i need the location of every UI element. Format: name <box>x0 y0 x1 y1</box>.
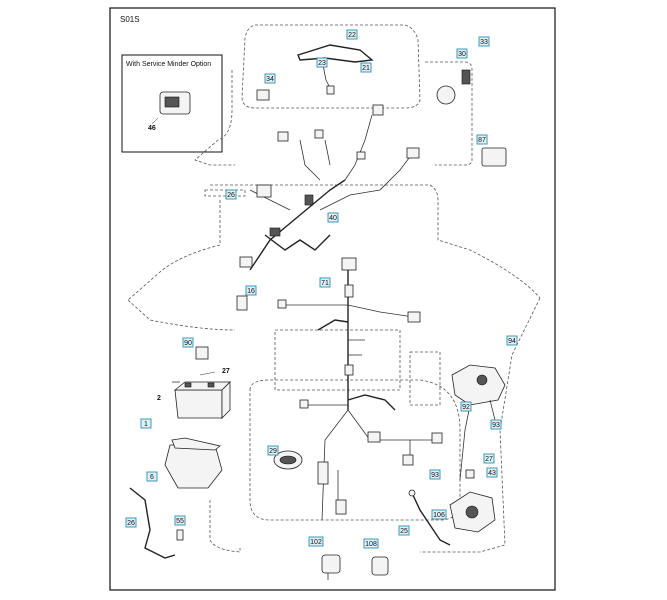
svg-text:16: 16 <box>247 288 255 295</box>
solenoid-assembly-94 <box>451 364 506 481</box>
svg-text:43: 43 <box>488 470 496 477</box>
callout-33[interactable]: 33 <box>478 36 490 47</box>
callout-43[interactable]: 43 <box>486 467 498 478</box>
svg-text:93: 93 <box>492 422 500 429</box>
svg-text:94: 94 <box>508 338 516 345</box>
callout-40[interactable]: 40 <box>327 212 339 223</box>
callout-93-lower[interactable]: 93 <box>429 469 441 480</box>
svg-text:34: 34 <box>266 76 274 83</box>
callout-108[interactable]: 108 <box>363 538 379 549</box>
svg-text:55: 55 <box>176 518 184 525</box>
starter-43 <box>449 469 496 533</box>
battery <box>172 371 231 419</box>
harness-connectors <box>239 104 443 515</box>
svg-text:93: 93 <box>431 472 439 479</box>
svg-text:106: 106 <box>433 512 445 519</box>
callout-55[interactable]: 55 <box>174 515 186 526</box>
callout-1[interactable]: 1 <box>140 418 152 429</box>
svg-text:21: 21 <box>362 65 370 72</box>
svg-text:29: 29 <box>269 448 277 455</box>
svg-text:26: 26 <box>227 192 235 199</box>
svg-text:102: 102 <box>310 539 322 546</box>
callout-21[interactable]: 21 <box>360 62 372 73</box>
callout-27-right[interactable]: 27 <box>483 453 495 464</box>
svg-text:92: 92 <box>462 404 470 411</box>
callout-92[interactable]: 92 <box>460 401 472 412</box>
switch-108 <box>371 556 389 576</box>
battery-cable-26 <box>129 487 176 559</box>
fuse-holder-34 <box>256 89 270 101</box>
callout-23[interactable]: 23 <box>316 57 328 68</box>
switch-16 <box>236 295 248 311</box>
diagram-code: S01S <box>120 15 140 24</box>
svg-text:6: 6 <box>150 474 154 481</box>
callout-30[interactable]: 30 <box>456 48 468 59</box>
cable-25 <box>408 489 451 546</box>
callout-26-bottom[interactable]: 26 <box>125 517 137 528</box>
callout-16[interactable]: 16 <box>245 285 257 296</box>
callout-102[interactable]: 102 <box>308 536 324 547</box>
svg-text:87: 87 <box>478 137 486 144</box>
callout-71[interactable]: 71 <box>319 277 331 288</box>
svg-text:33: 33 <box>480 39 488 46</box>
inset-title: With Service Minder Option <box>126 61 211 68</box>
svg-text:108: 108 <box>365 541 377 548</box>
callout-93-upper[interactable]: 93 <box>490 419 502 430</box>
service-minder-module <box>151 91 191 125</box>
callout-90[interactable]: 90 <box>182 337 194 348</box>
bolt-55 <box>176 529 184 541</box>
battery-tray <box>164 437 223 489</box>
svg-text:30: 30 <box>458 51 466 58</box>
callout-106[interactable]: 106 <box>431 509 447 520</box>
ignition-switch-30 <box>436 69 471 105</box>
svg-text:22: 22 <box>348 32 356 39</box>
svg-text:27: 27 <box>485 456 493 463</box>
light-29 <box>273 450 303 470</box>
callout-29[interactable]: 29 <box>267 445 279 456</box>
callout-6[interactable]: 6 <box>146 471 158 482</box>
svg-text:71: 71 <box>321 280 329 287</box>
svg-text:90: 90 <box>184 340 192 347</box>
callout-22[interactable]: 22 <box>346 29 358 40</box>
callout-94[interactable]: 94 <box>506 335 518 346</box>
callout-87[interactable]: 87 <box>476 134 488 145</box>
label-46: 46 <box>148 125 156 132</box>
label-27-battery: 27 <box>222 368 230 375</box>
switch-102 <box>321 554 341 580</box>
label-2: 2 <box>157 395 161 402</box>
svg-text:40: 40 <box>329 215 337 222</box>
relay-90 <box>195 346 209 360</box>
svg-text:25: 25 <box>400 528 408 535</box>
callout-34[interactable]: 34 <box>264 73 276 84</box>
relay-87 <box>481 147 507 167</box>
callout-26-top[interactable]: 26 <box>225 189 237 200</box>
svg-text:1: 1 <box>144 421 148 428</box>
svg-text:23: 23 <box>318 60 326 67</box>
tractor-outline <box>127 24 541 553</box>
callout-25[interactable]: 25 <box>398 525 410 536</box>
svg-text:26: 26 <box>127 520 135 527</box>
